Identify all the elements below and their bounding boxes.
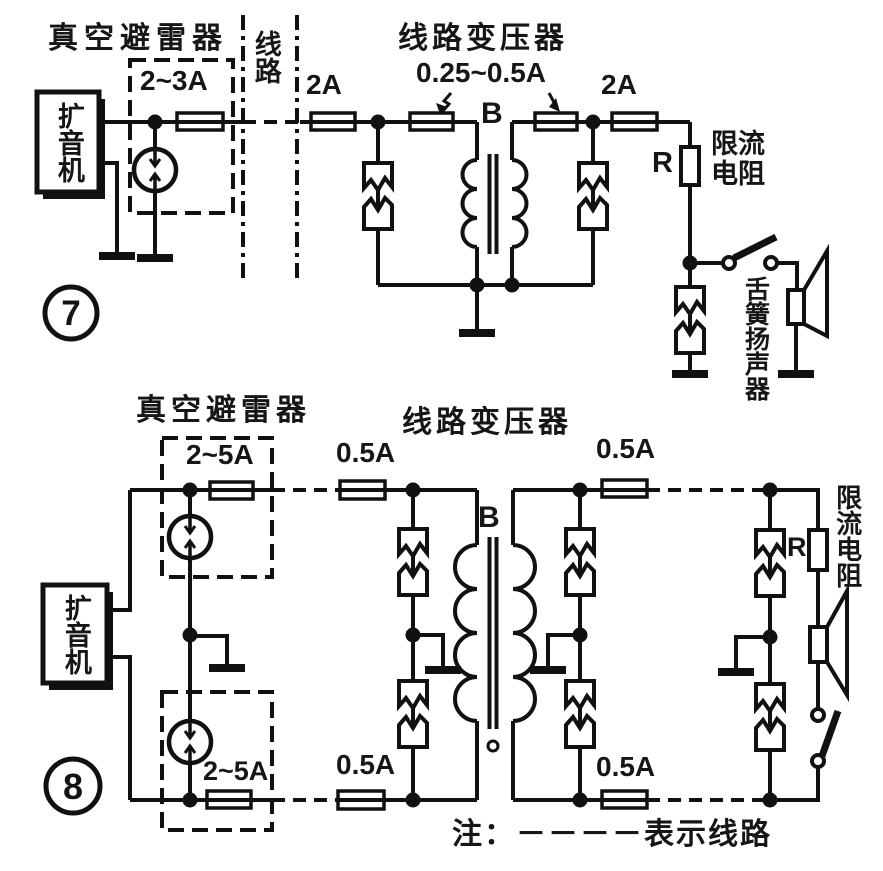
label-reed-speaker: 舌簧扬声器 <box>741 276 770 401</box>
label-fuse-05a-bottom-right: 0.5A <box>596 751 656 782</box>
figure-number-7: 7 <box>61 294 81 333</box>
fuse-icon <box>309 111 357 132</box>
label-limit-resistor-7: 限流电阻 <box>711 129 765 189</box>
label-fuse-05a-top-right: 0.5A <box>596 433 656 464</box>
fuse-icon <box>533 111 579 132</box>
resistor-icon <box>807 528 829 572</box>
fuse-icon <box>336 789 386 811</box>
pointer-arrows <box>436 92 560 114</box>
figure-number-circle <box>43 756 103 816</box>
fuse-icon <box>205 789 253 810</box>
label-resistor-id-7: R <box>652 147 673 179</box>
fuse-icon <box>600 478 649 499</box>
fuse-icon <box>208 480 255 501</box>
speaker-icon-8 <box>808 583 849 709</box>
switch-icon-8 <box>810 707 842 769</box>
speaker-icon-7 <box>786 243 829 372</box>
label-fuse-05a-bottom-left: 0.5A <box>336 749 396 780</box>
wire <box>378 283 593 331</box>
label-vacuum-arrester-8: 真空避雷器 <box>136 394 311 427</box>
figure-number-circle <box>42 284 100 342</box>
label-fuse-range: 0.25~0.5A <box>416 57 546 88</box>
note-line-legend: 注：－－－－表示线路 <box>452 818 772 851</box>
wire <box>376 122 595 285</box>
circuit8-schematic <box>40 436 849 832</box>
figure-number-8: 8 <box>62 766 84 807</box>
label-fuse-2a-right: 2A <box>601 69 637 100</box>
wire <box>99 161 119 254</box>
label-fuse-05a-top-left: 0.5A <box>336 437 396 468</box>
circuit7-schematic <box>34 15 829 374</box>
fuse-icon <box>338 479 387 501</box>
line-separator <box>241 15 299 283</box>
amplifier-label-7: 扩音机 <box>53 101 84 183</box>
wire <box>768 488 820 627</box>
wire <box>300 120 479 160</box>
label-fuse-2a-left: 2A <box>306 69 342 100</box>
amplifier-box-8 <box>40 582 113 690</box>
label-line-7: 线路 <box>250 30 281 84</box>
resistor-icon <box>679 145 701 187</box>
wire <box>768 767 820 802</box>
vacuum-arrester-icon <box>169 516 211 558</box>
arrester-dashed-box-8a <box>160 436 274 579</box>
fuse-icon <box>408 111 455 132</box>
label-vacuum-arrester-7: 真空避雷器 <box>48 22 228 55</box>
label-resistor-id-8: R <box>787 532 807 562</box>
amplifier-label-8: 扩音机 <box>60 593 91 675</box>
fuse-icon <box>600 789 649 810</box>
label-fuse-2-5a-bottom: 2~5A <box>203 756 269 786</box>
label-fuse-2-5a-top: 2~5A <box>186 439 254 470</box>
label-transformer-id-8: B <box>478 501 500 534</box>
arrester-dashed-box-8b <box>160 690 274 832</box>
label-line-transformer-7: 线路变压器 <box>398 22 568 55</box>
arrester-dashed-box-7 <box>128 58 235 215</box>
fuse-icon <box>610 111 659 132</box>
amplifier-box-7 <box>34 89 105 199</box>
transformer-icon-7 <box>460 154 529 285</box>
label-line-transformer-8: 线路变压器 <box>402 406 572 439</box>
wire <box>107 490 132 800</box>
label-transformer-id-7: B <box>481 97 503 130</box>
fuse-icon <box>175 111 225 132</box>
label-limit-resistor-8: 限流电阻 <box>832 484 863 588</box>
transformer-icon-8 <box>453 537 537 753</box>
vacuum-arrester-icon <box>134 149 176 191</box>
label-fuse-2-3a: 2~3A <box>140 65 208 96</box>
